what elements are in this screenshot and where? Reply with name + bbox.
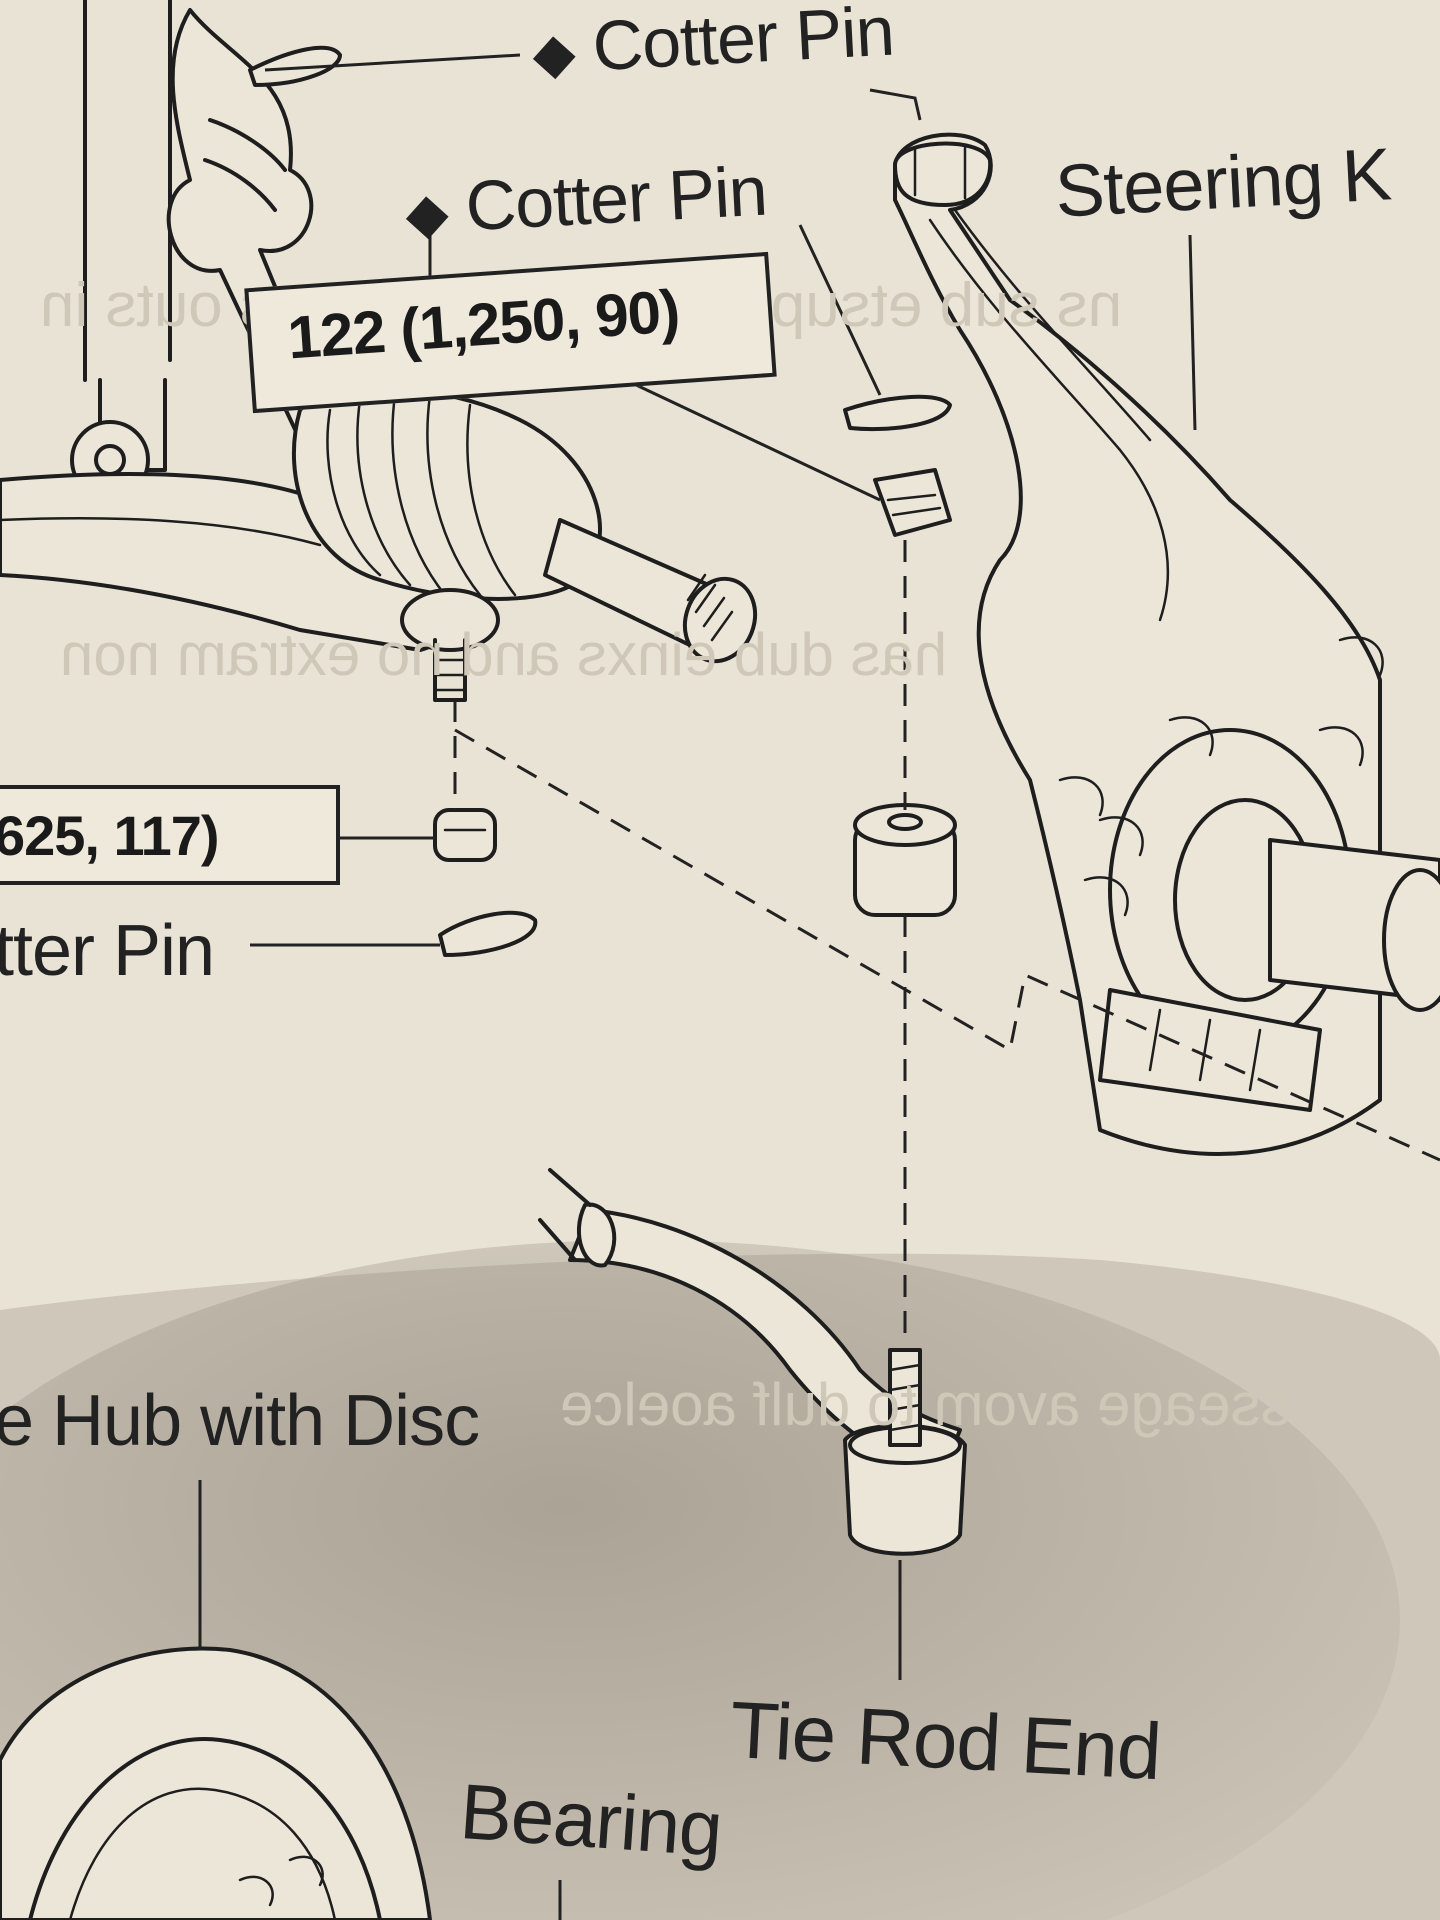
bleed-through-text: has dub einxs and no extram non xyxy=(60,621,948,688)
torque-spec-lower: 625, 117) xyxy=(0,785,340,885)
leader-cotter-mid xyxy=(798,224,882,396)
castle-nut-lower xyxy=(433,808,497,862)
label-cotter-pin-left: tter Pin xyxy=(0,911,215,991)
cotter-pin-top-part xyxy=(248,45,342,87)
cv-joint xyxy=(291,386,758,664)
steering-knuckle xyxy=(893,132,1440,1156)
knuckle-top-nut xyxy=(893,141,993,207)
ball-stud xyxy=(400,588,500,702)
diamond-mark: ◆ xyxy=(530,20,577,86)
dashed-line-diagonal xyxy=(454,728,1440,1162)
knuckle-bushing xyxy=(853,803,957,917)
cotter-pin-mid-part xyxy=(843,394,952,432)
label-bearing: Bearing xyxy=(457,1766,725,1874)
label-hub-with-disc: e Hub with Disc xyxy=(0,1381,480,1461)
leader-cotter-top xyxy=(264,53,521,72)
castle-nut-upper xyxy=(873,468,952,537)
cotter-pin-left-part xyxy=(438,910,538,957)
leader-steering-knuckle xyxy=(1188,234,1197,431)
label-steering-knuckle: Steering K xyxy=(1053,132,1393,233)
diamond-mark: ◆ xyxy=(403,180,450,246)
bleed-through-text: sseage avom to dulf aoelce xyxy=(560,1371,1291,1438)
hub-disc-part xyxy=(0,1646,432,1920)
leader-cotter-top-tick xyxy=(869,88,922,121)
tie-rod-end-part xyxy=(538,1168,967,1556)
leader-torque-upper xyxy=(614,373,881,502)
